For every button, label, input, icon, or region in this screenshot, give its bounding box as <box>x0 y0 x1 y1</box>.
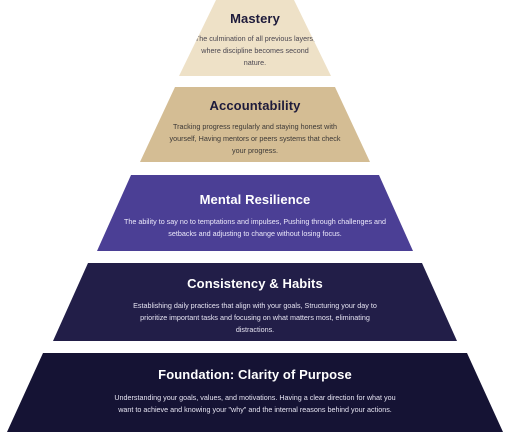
tier-title: Mastery <box>230 11 280 26</box>
tier-title: Mental Resilience <box>199 192 311 207</box>
tier-title: Foundation: Clarity of Purpose <box>158 367 352 382</box>
tier-mental-resilience: Mental Resilience The ability to say no … <box>97 175 413 251</box>
tier-title: Consistency & Habits <box>187 276 323 291</box>
tier-title: Accountability <box>209 98 301 113</box>
tier-description: The culmination of all previous layers, … <box>194 34 316 67</box>
tier-accountability: Accountability Tracking progress regular… <box>140 87 370 162</box>
tier-consistency-habits: Consistency & Habits Establishing daily … <box>53 263 457 341</box>
tier-foundation: Foundation: Clarity of Purpose Understan… <box>7 353 503 432</box>
tier-description: Tracking progress regularly and staying … <box>169 122 341 155</box>
tier-description: Establishing daily practices that align … <box>133 301 377 334</box>
tier-description: Understanding your goals, values, and mo… <box>114 393 396 414</box>
tier-mastery: Mastery The culmination of all previous … <box>179 0 331 76</box>
tier-description: The ability to say no to temptations and… <box>123 217 387 238</box>
